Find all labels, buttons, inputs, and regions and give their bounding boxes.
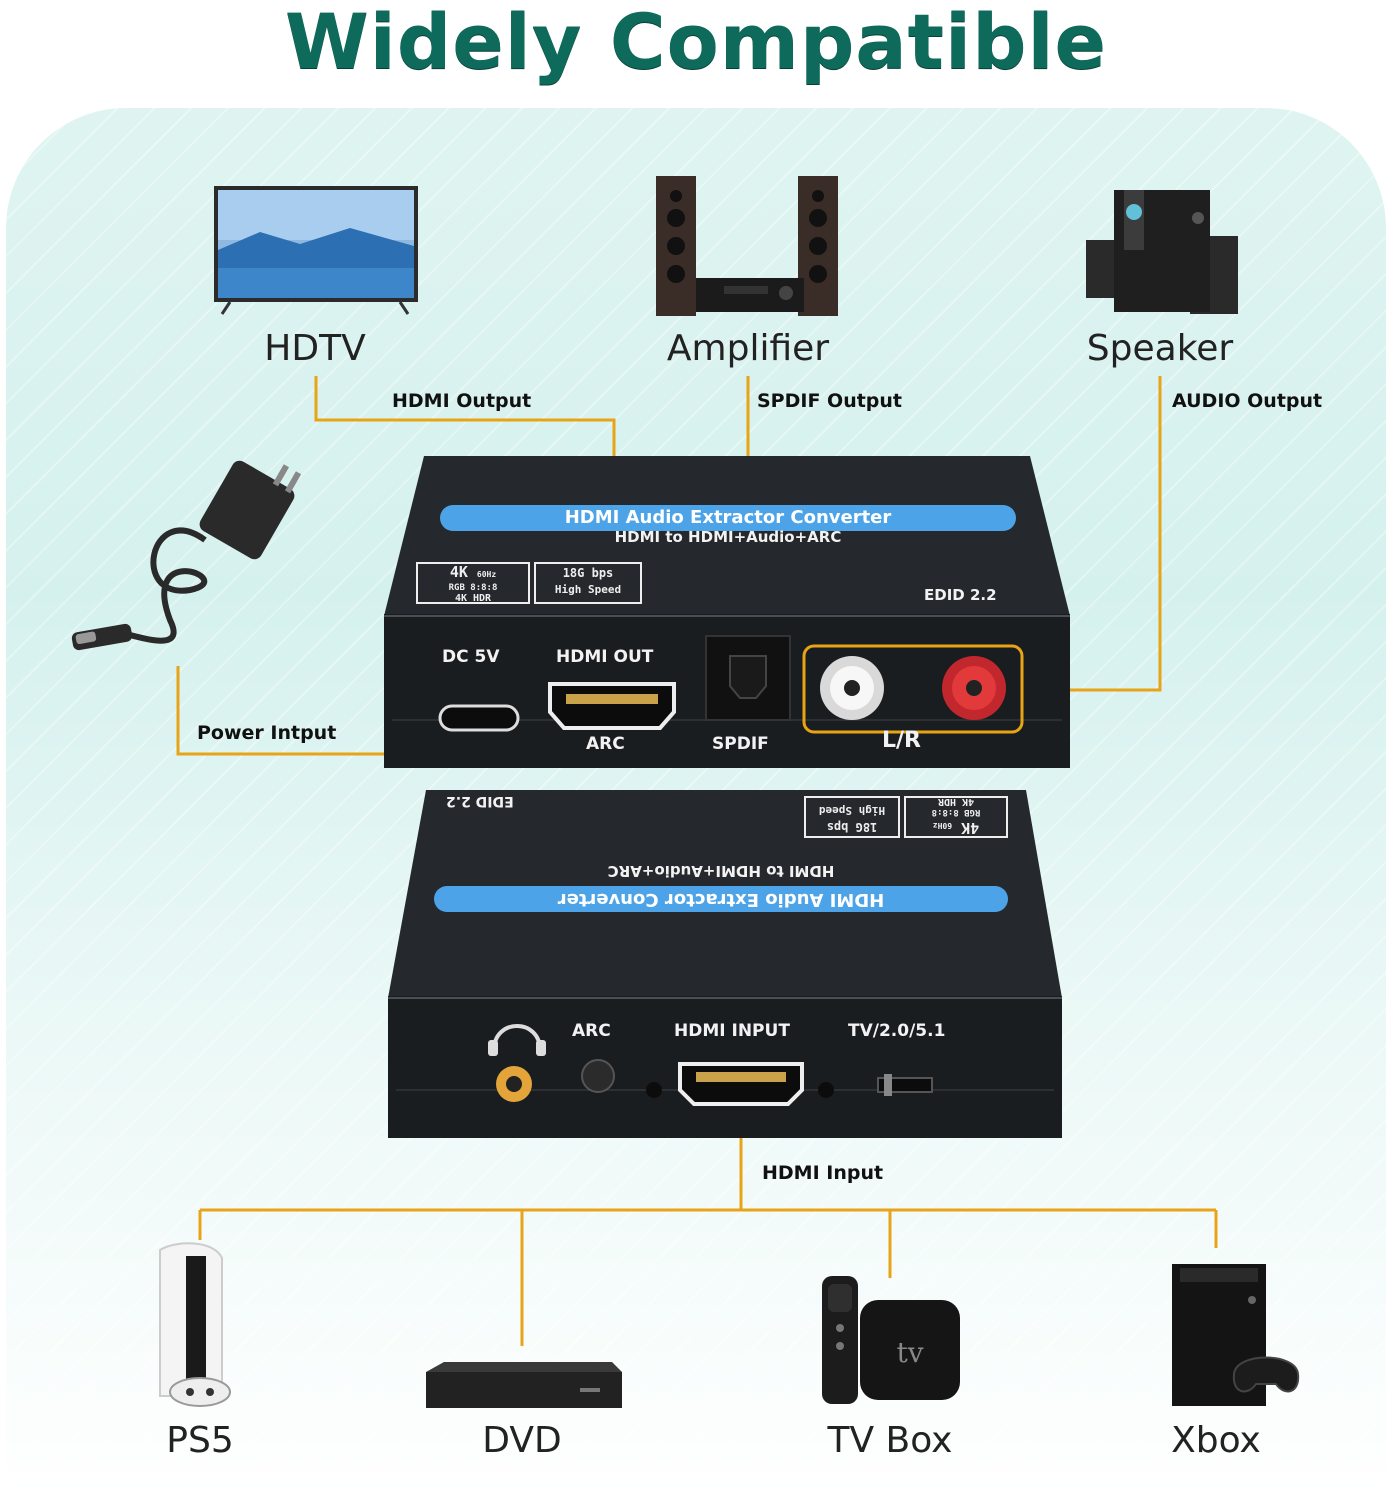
hdmi-input-label: HDMI Input — [762, 1162, 884, 1184]
xbox-icon — [1172, 1264, 1300, 1406]
spdif-label: SPDIF — [712, 734, 769, 754]
front-4k-text: 4K — [449, 563, 468, 581]
back-speed-badge: 18G bps High Speed — [804, 796, 900, 838]
mode-switch-label: TV/2.0/5.1 — [848, 1021, 946, 1041]
arc-button-icon — [581, 1059, 615, 1093]
front-arc-label: ARC — [586, 734, 625, 754]
back-speed-label: High Speed — [818, 804, 886, 817]
front-product-name: HDMI Audio Extractor Converter — [440, 505, 1016, 531]
page-title: Widely Compatible — [284, 0, 1108, 86]
hdtv-label: HDTV — [264, 328, 366, 369]
front-speed-label: High Speed — [554, 583, 622, 596]
xbox-label: Xbox — [1171, 1420, 1261, 1461]
hdmi-out-label: HDMI OUT — [556, 647, 654, 667]
audio-output-label: AUDIO Output — [1172, 390, 1323, 412]
front-edid-label: EDID 2.2 — [924, 586, 997, 604]
speaker-icon — [1086, 190, 1238, 314]
dc-5v-label: DC 5V — [442, 647, 500, 667]
front-4k-rgb: RGB 8:8:8 — [448, 583, 498, 593]
usb-c-port-icon — [438, 704, 520, 732]
back-4k-badge: 4K 60Hz RGB 8:8:8 4K HDR — [904, 796, 1008, 838]
hdmi-output-label: HDMI Output — [392, 390, 532, 412]
amplifier-label: Amplifier — [666, 328, 830, 369]
dvd-label: DVD — [482, 1420, 562, 1461]
back-4k-rgb: RGB 8:8:8 — [931, 807, 981, 817]
hdtv-icon — [214, 186, 418, 315]
hdmi-input-port-label: HDMI INPUT — [674, 1021, 790, 1041]
back-edid-label: EDID 2.2 — [446, 793, 514, 809]
tv-box-label: TV Box — [827, 1420, 953, 1461]
back-arc-label: ARC — [572, 1021, 611, 1041]
extractor-front-unit — [384, 456, 1070, 768]
hdmi-out-port-icon — [548, 682, 676, 730]
tv-box-logo: tv — [896, 1336, 923, 1369]
back-product-subtitle: HDMI to HDMI+Audio+ARC — [607, 862, 835, 880]
back-4k-hz: 60Hz — [932, 821, 953, 830]
rca-highlight — [802, 644, 1024, 734]
spdif-output-label: SPDIF Output — [757, 390, 903, 412]
front-speed-bps: 18G bps — [562, 566, 614, 580]
tv-box-icon: tv — [822, 1276, 960, 1404]
ps5-icon — [159, 1242, 231, 1407]
front-product-subtitle: HDMI to HDMI+Audio+ARC — [614, 528, 842, 546]
extractor-back-unit — [388, 790, 1062, 1138]
hdmi-input-port-icon — [678, 1062, 804, 1106]
back-speed-bps: 18G bps — [826, 820, 878, 834]
back-4k-text: 4K — [961, 819, 980, 837]
ps5-label: PS5 — [166, 1420, 234, 1461]
front-4k-hz: 60Hz — [476, 570, 497, 579]
dvd-icon — [426, 1362, 622, 1408]
front-speed-badge: 18G bps High Speed — [534, 562, 642, 604]
speaker-label: Speaker — [1086, 328, 1234, 369]
lr-label: L/R — [882, 728, 921, 753]
front-4k-badge: 4K 60Hz RGB 8:8:8 4K HDR — [416, 562, 530, 604]
back-product-name: HDMI Audio Extractor Converter — [434, 886, 1008, 912]
power-input-label: Power Intput — [197, 722, 337, 744]
power-adapter-icon — [71, 460, 302, 651]
amplifier-icon — [656, 176, 838, 316]
back-4k-hdr: 4K HDR — [937, 796, 975, 807]
front-4k-hdr: 4K HDR — [454, 593, 492, 604]
